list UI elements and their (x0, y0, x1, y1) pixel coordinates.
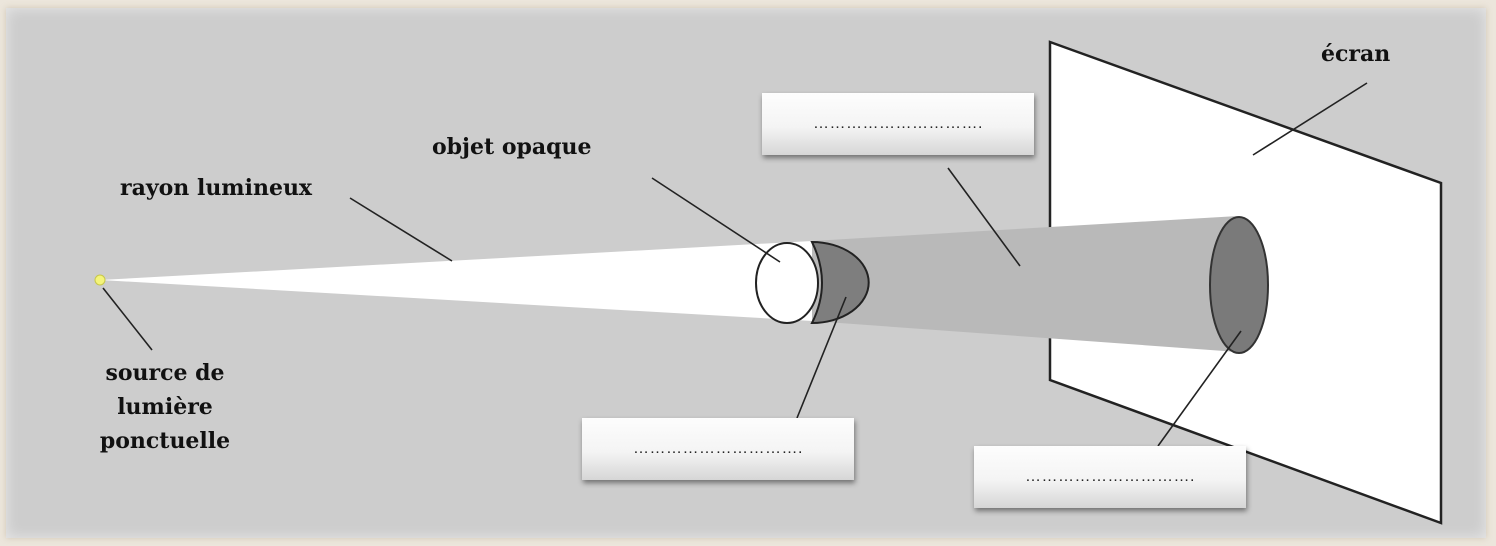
pointer-own-shadow (796, 296, 847, 419)
pointer-source (102, 287, 153, 351)
pointer-cast-shadow (1157, 330, 1242, 447)
shadow-cone (812, 216, 1238, 352)
label-source-line2: lumière (117, 394, 213, 420)
label-opaque-object: objet opaque (432, 134, 592, 160)
pointer-opaque-object (651, 177, 781, 263)
label-source-line1: source de (105, 360, 225, 386)
opaque-object-lit (755, 242, 819, 324)
pointer-screen (1252, 82, 1368, 156)
opaque-object-dark (810, 240, 870, 325)
answer-box-shadow-cone[interactable]: …………………………. (762, 93, 1034, 155)
answer-box-cast-shadow[interactable]: …………………………. (974, 446, 1246, 508)
label-source-line3: ponctuelle (99, 428, 231, 454)
cast-shadow (1209, 216, 1269, 354)
light-source-point (94, 274, 106, 286)
label-light-ray: rayon lumineux (120, 175, 313, 201)
answer-box-own-shadow[interactable]: …………………………. (582, 418, 854, 480)
light-beam (100, 241, 812, 321)
label-light-source: source de lumière ponctuelle (70, 356, 260, 458)
label-screen: écran (1321, 41, 1391, 67)
pointer-light-ray (349, 197, 453, 262)
pointer-shadow-cone (947, 167, 1021, 267)
